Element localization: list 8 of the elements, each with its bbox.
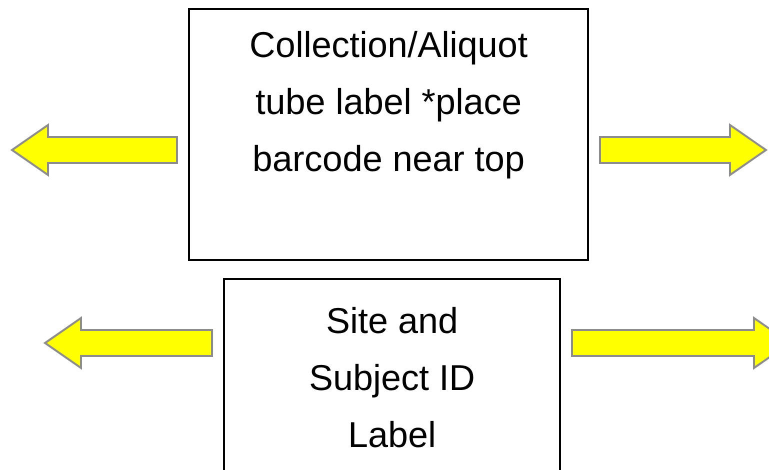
label-box <box>188 8 589 261</box>
label-box <box>223 278 561 470</box>
block-arrow <box>599 123 768 177</box>
label-text: Site and Subject ID Label <box>308 299 476 457</box>
block-arrow <box>43 316 213 370</box>
block-arrow <box>10 123 178 177</box>
label-text: Collection/Aliquot tube label *place barcode near top <box>248 23 529 181</box>
block-arrow <box>571 316 769 370</box>
